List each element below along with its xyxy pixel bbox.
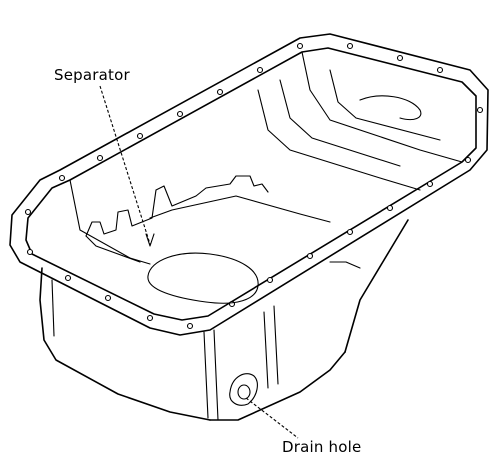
separator-leader bbox=[99, 85, 151, 245]
drain-hole-callout: Drain hole bbox=[282, 438, 362, 456]
separator-floor bbox=[149, 195, 331, 223]
drain-boss bbox=[229, 373, 258, 406]
sump-side-crease-3 bbox=[51, 279, 55, 337]
sump-side-crease-4 bbox=[329, 261, 361, 269]
sump-opening bbox=[147, 252, 259, 304]
sump-body-right bbox=[344, 219, 409, 353]
flange-bolt-holes bbox=[24, 42, 484, 330]
sump-side-crease-1 bbox=[263, 311, 269, 389]
separator-leader-arrow bbox=[145, 233, 155, 247]
sump-corner-vertical-2 bbox=[213, 329, 219, 421]
flange-inner bbox=[25, 47, 477, 321]
inner-wall-right-shelf bbox=[301, 51, 463, 163]
inner-shelf-ridge bbox=[359, 95, 422, 121]
drain-hole-leader bbox=[245, 397, 299, 439]
inner-wall-back bbox=[69, 179, 151, 265]
separator-plate bbox=[85, 175, 269, 237]
sump-front-edge bbox=[85, 235, 141, 263]
inner-shelf-step-2 bbox=[279, 79, 401, 167]
sump-body-bottom bbox=[209, 351, 346, 421]
sump-corner-vertical-1 bbox=[203, 331, 209, 419]
flange-outer bbox=[9, 33, 489, 336]
sump-body-left bbox=[39, 267, 211, 421]
inner-shelf-step-1 bbox=[257, 89, 421, 191]
inner-shelf-step-3 bbox=[329, 69, 441, 141]
sump-side-crease-2 bbox=[273, 305, 279, 385]
separator-callout: Separator bbox=[54, 66, 130, 84]
